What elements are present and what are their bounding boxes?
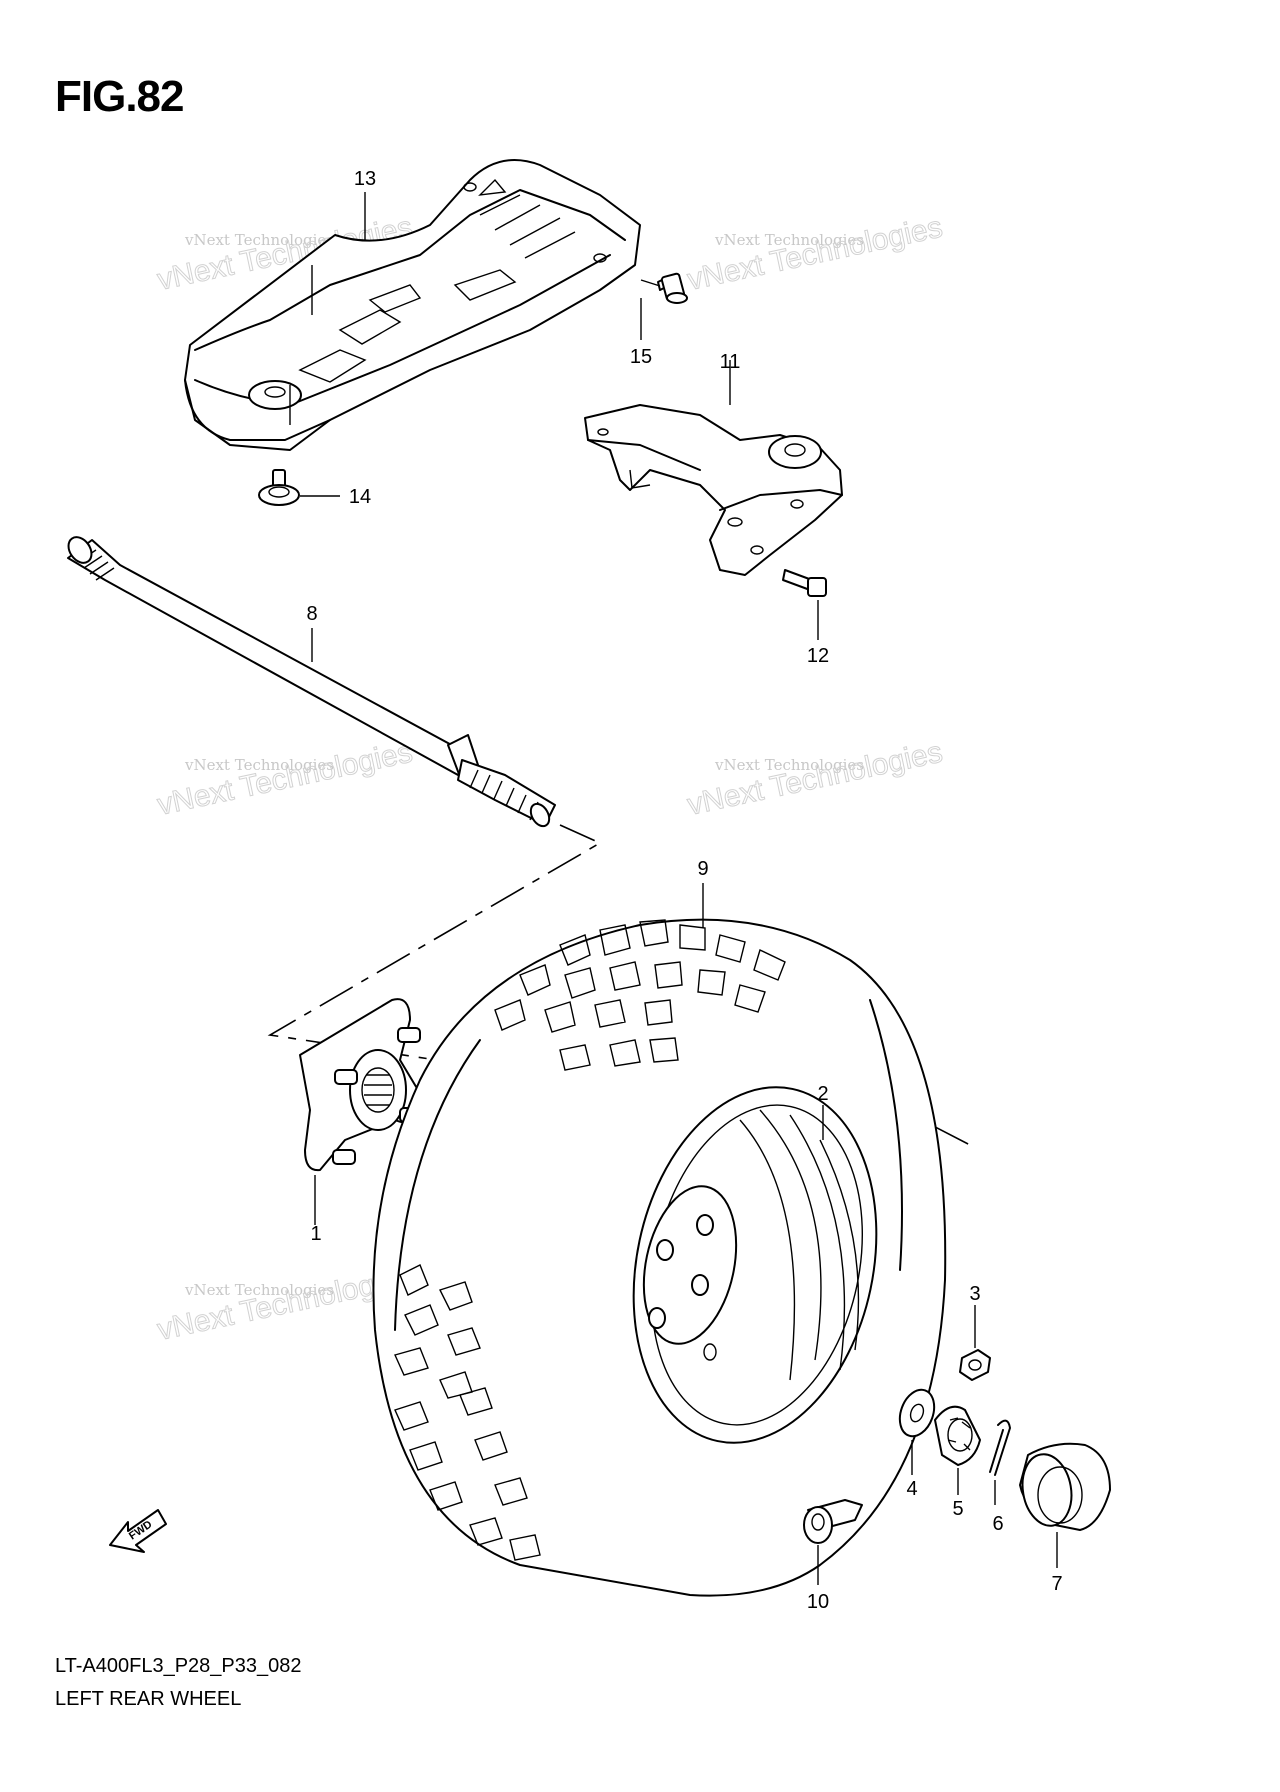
part-7-hub-cap[interactable] (1017, 1442, 1111, 1568)
part-15-bolt[interactable] (640, 272, 688, 304)
part-4-washer[interactable] (894, 1385, 940, 1475)
watermark-text: vNext Technologies (714, 756, 864, 774)
watermark-text: vNext Technologies (184, 1281, 334, 1299)
rim-bolt-hole-a (696, 1214, 714, 1236)
rim-bolt-hole-c (691, 1274, 709, 1296)
part-11-bracket[interactable] (584, 360, 843, 576)
part-5-castle-nut[interactable] (934, 1405, 981, 1495)
watermark-d: vNext Technologies vNext Technologies (684, 735, 946, 822)
rim-bolt-hole-b (648, 1307, 666, 1329)
part-10-valve-stem[interactable] (803, 1499, 863, 1585)
watermark-text: vNext Technologies (685, 211, 946, 297)
callout-5: 5 (952, 1498, 963, 1520)
figure-title: FIG.82 (55, 72, 184, 121)
part-6-cotter-pin[interactable] (989, 1419, 1011, 1505)
callout-7: 7 (1051, 1573, 1062, 1595)
callout-14: 14 (349, 486, 371, 508)
callout-11: 11 (720, 351, 741, 373)
callout-4: 4 (906, 1478, 917, 1500)
part-3-nut[interactable] (959, 1305, 991, 1381)
hub-stud-d (332, 1149, 356, 1165)
callout-13: 13 (354, 168, 376, 190)
callout-labels: 1 2 3 4 5 6 7 8 9 10 11 12 13 14 15 (306, 168, 1062, 1613)
figure-code: LT-A400FL3_P28_P33_082 (55, 1655, 302, 1677)
watermark-text: vNext Technologies (714, 231, 864, 249)
watermark-text: vNext Technologies (184, 231, 334, 249)
callout-12: 12 (807, 645, 829, 667)
watermark-text: vNext Technologies (685, 736, 946, 822)
callout-15: 15 (630, 346, 652, 368)
part-2-wheel-rim[interactable] (602, 1064, 908, 1465)
watermark-text: vNext Technologies (184, 756, 334, 774)
part-13-skid-plate[interactable] (184, 159, 641, 451)
figure-name: LEFT REAR WHEEL (55, 1688, 242, 1710)
callout-2: 2 (817, 1083, 828, 1105)
hub-stud-a (397, 1027, 421, 1043)
callout-3: 3 (969, 1283, 980, 1305)
hub-stud-b (334, 1069, 358, 1085)
watermark-text: vNext Technologies (155, 736, 416, 822)
rim-bolt-hole-d (656, 1239, 674, 1261)
part-1-hub[interactable] (299, 998, 431, 1225)
watermark-c: vNext Technologies vNext Technologies (154, 735, 416, 822)
callout-9: 9 (697, 858, 708, 880)
callout-8: 8 (306, 603, 317, 625)
tire-tread-pattern (394, 919, 786, 1561)
callout-10: 10 (807, 1591, 829, 1613)
watermark-b: vNext Technologies vNext Technologies (684, 210, 946, 297)
callout-6: 6 (992, 1513, 1003, 1535)
part-12-bolt[interactable] (782, 569, 827, 640)
callout-1: 1 (310, 1223, 321, 1245)
fwd-arrow-icon: FWD (109, 1509, 167, 1553)
part-14-bolt[interactable] (258, 469, 340, 506)
part-8-axle-shaft[interactable] (64, 533, 556, 830)
